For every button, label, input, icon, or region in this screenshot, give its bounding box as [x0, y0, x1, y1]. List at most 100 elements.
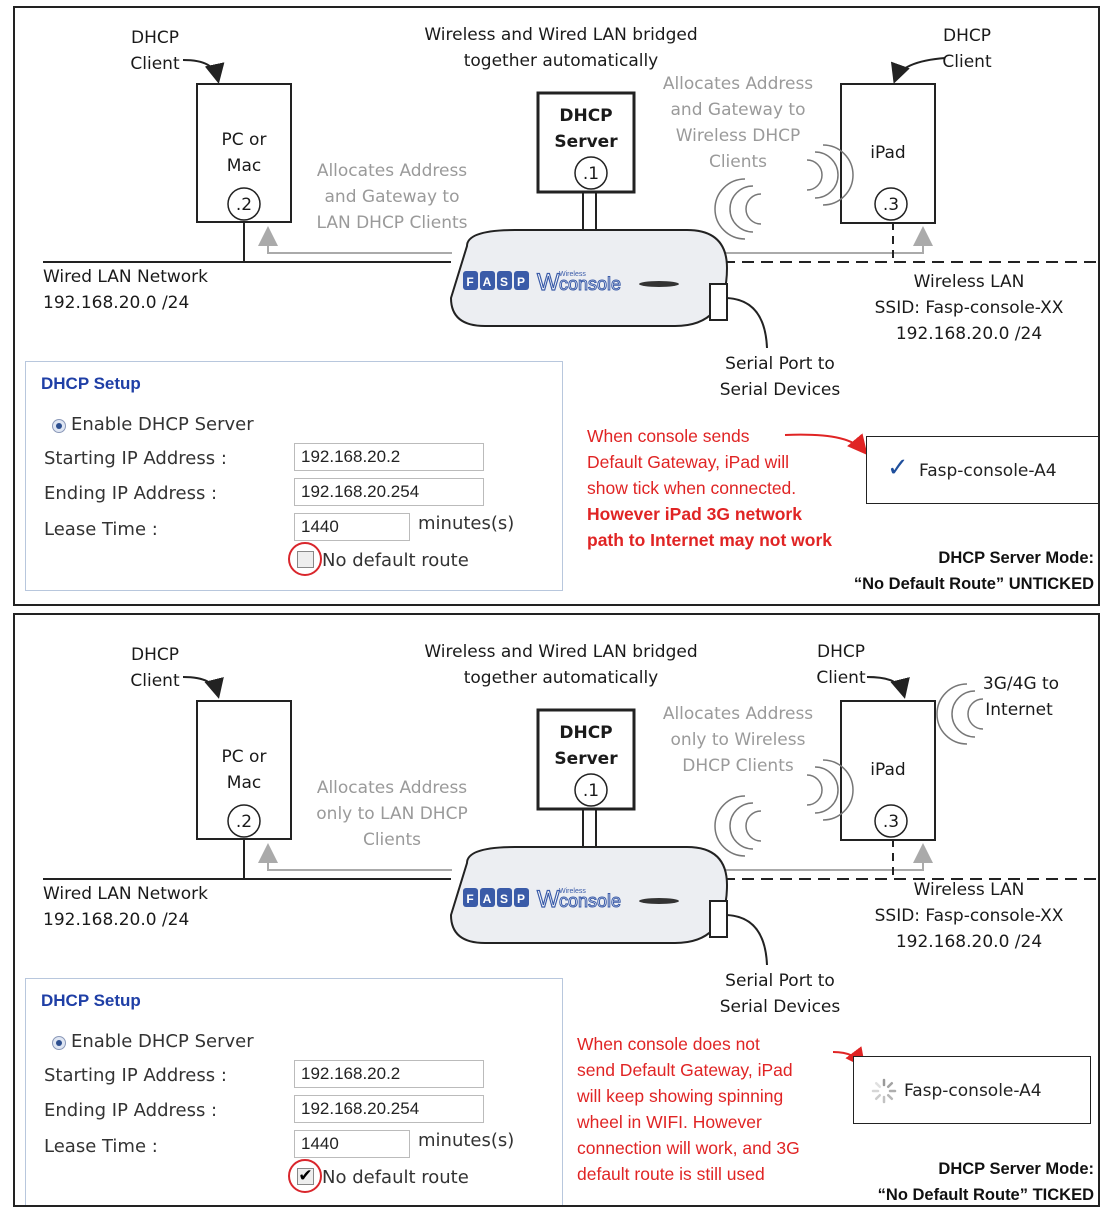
- serial-port: [709, 283, 728, 321]
- wifi-network-name: Fasp-console-A4: [904, 1081, 1042, 1101]
- wifi-network-name: Fasp-console-A4: [919, 461, 1057, 481]
- logo-letter: A: [483, 275, 492, 289]
- logo-w: W: [537, 886, 560, 913]
- logo-wireless: Wireless: [559, 271, 586, 278]
- logo-letter: F: [466, 892, 473, 906]
- pc-ip-circle: [227, 804, 261, 838]
- enable-dhcp-radio[interactable]: [52, 419, 66, 433]
- wifi-status-box: Fasp-console-A4: [853, 1056, 1091, 1124]
- wifi-status-box: ✓ Fasp-console-A4: [866, 436, 1098, 504]
- no-default-route-label: No default route: [322, 550, 469, 571]
- logo-console: console: [559, 891, 621, 911]
- pc-ip-suffix: .2: [236, 812, 252, 832]
- lease-time-input[interactable]: 1440: [294, 1130, 410, 1158]
- tick-icon: ✓: [887, 453, 909, 483]
- server-ip-suffix: .1: [583, 781, 599, 801]
- ipad-label: iPad: [870, 143, 905, 163]
- logo-letter: P: [517, 892, 525, 906]
- logo-letter: S: [500, 892, 508, 906]
- pc-ip-circle: [227, 187, 261, 221]
- logo-letter: F: [466, 275, 473, 289]
- lease-time-label: Lease Time :: [44, 1136, 158, 1157]
- fasp-console-device: [449, 846, 729, 944]
- end-ip-input[interactable]: 192.168.20.254: [294, 478, 484, 506]
- start-ip-label: Starting IP Address :: [44, 1065, 227, 1086]
- server-ip-circle: [574, 156, 608, 190]
- wifi-wave-icon: [714, 759, 854, 857]
- start-ip-label: Starting IP Address :: [44, 448, 227, 469]
- dhcp-setup-panel: DHCP Setup Enable DHCP Server Starting I…: [25, 978, 563, 1205]
- enable-dhcp-label: Enable DHCP Server: [71, 1031, 254, 1052]
- lease-time-unit: minutes(s): [418, 1130, 515, 1151]
- server-ip-circle: [574, 773, 608, 807]
- ipad-ip-suffix: .3: [883, 812, 899, 832]
- dhcp-server-box: [536, 708, 636, 811]
- highlight-circle: [288, 542, 322, 576]
- lan-alloc-arrow: [258, 226, 452, 254]
- logo-letter: S: [500, 275, 508, 289]
- wifi-alloc-arrow: [720, 843, 933, 871]
- lan-alloc-arrow: [258, 843, 452, 871]
- serial-port: [709, 900, 728, 938]
- logo-letter: P: [517, 275, 525, 289]
- dhcp-setup-title: DHCP Setup: [41, 991, 141, 1010]
- client-arrow-right: [866, 676, 910, 699]
- pc-ip-suffix: .2: [236, 195, 252, 215]
- lease-time-label: Lease Time :: [44, 519, 158, 540]
- enable-dhcp-radio[interactable]: [52, 1036, 66, 1050]
- ipad-box: [840, 83, 936, 224]
- device-led: [639, 898, 679, 904]
- device-led: [639, 281, 679, 287]
- ipad-ip-circle: [874, 187, 908, 221]
- note-arrow: [784, 433, 868, 456]
- wifi-wave-icon: [714, 144, 854, 240]
- dhcp-setup-panel: DHCP Setup Enable DHCP Server Starting I…: [25, 361, 563, 591]
- spinner-icon: [871, 1078, 897, 1104]
- wifi-alloc-arrow: [720, 226, 933, 254]
- highlight-circle: [288, 1159, 322, 1193]
- no-default-route-label: No default route: [322, 1167, 469, 1188]
- start-ip-input[interactable]: 192.168.20.2: [294, 443, 484, 471]
- start-ip-input[interactable]: 192.168.20.2: [294, 1060, 484, 1088]
- logo-w: W: [537, 269, 560, 296]
- cellular-wave-icon: [936, 683, 984, 745]
- logo-letter: A: [483, 892, 492, 906]
- logo-wireless: Wireless: [559, 888, 586, 895]
- dhcp-setup-title: DHCP Setup: [41, 374, 141, 393]
- ipad-ip-suffix: .3: [883, 195, 899, 215]
- logo-console: console: [559, 274, 621, 294]
- end-ip-label: Ending IP Address :: [44, 483, 218, 504]
- fasp-logo: [463, 888, 529, 907]
- client-arrow-left: [182, 676, 224, 699]
- client-arrow-left: [182, 59, 225, 84]
- ipad-ip-circle: [874, 804, 908, 838]
- lease-time-input[interactable]: 1440: [294, 513, 410, 541]
- lease-time-unit: minutes(s): [418, 513, 515, 534]
- end-ip-input[interactable]: 192.168.20.254: [294, 1095, 484, 1123]
- ipad-label: iPad: [870, 760, 905, 780]
